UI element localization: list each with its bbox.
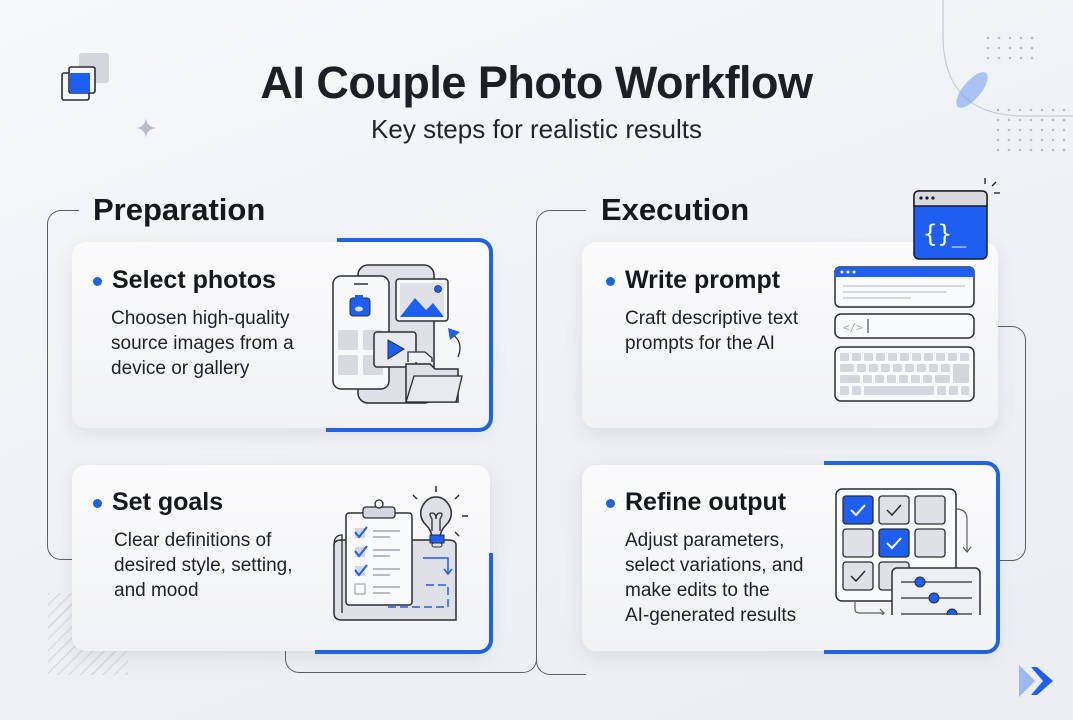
- bullet-icon: [93, 499, 102, 508]
- dot-grid: [985, 35, 1073, 155]
- prompt-keyboard-icon: </>: [834, 266, 976, 402]
- bullet-icon: [606, 499, 615, 508]
- sparkle-icon: [136, 118, 156, 138]
- corner-arc-decoration: [940, 0, 1073, 120]
- step-heading: Set goals: [112, 488, 224, 516]
- execution-bracket: [536, 210, 586, 675]
- step-heading: Refine output: [625, 488, 787, 516]
- card-accent-bottom: [315, 553, 493, 654]
- next-chevrons-icon[interactable]: [1017, 663, 1057, 699]
- code-tag-glyph: </>: [843, 321, 863, 334]
- section-title-preparation: Preparation: [93, 192, 266, 227]
- photo-gallery-icon: [330, 262, 465, 407]
- step-description: Craft descriptive text prompts for the A…: [625, 308, 799, 354]
- card-accent-top: [337, 238, 493, 278]
- card-accent-bottom: [824, 555, 1000, 654]
- page-subtitle: Key steps for realistic results: [371, 114, 702, 144]
- bullet-icon: [93, 277, 102, 286]
- card-accent-top: [824, 461, 1000, 561]
- section-title-execution: Execution: [601, 192, 750, 227]
- card-accent-bottom: [326, 380, 493, 432]
- svg-text:{}_: {}_: [923, 220, 967, 248]
- step-description: Choosen high-quality source images from …: [111, 308, 294, 379]
- bullet-icon: [606, 277, 615, 286]
- card-accent-side: [453, 260, 493, 400]
- grid-sliders-icon: [834, 487, 984, 615]
- step-description: Clear definitions of desired style, sett…: [114, 530, 293, 601]
- step-description: Adjust parameters, select variations, an…: [625, 530, 804, 626]
- step-heading: Select photos: [112, 266, 276, 294]
- clipboard-lightbulb-icon: [328, 483, 468, 623]
- page-title: AI Couple Photo Workflow: [260, 57, 813, 108]
- step-heading: Write prompt: [625, 266, 781, 294]
- code-window-icon: {}_: [912, 176, 1006, 261]
- layers-icon: [60, 52, 112, 102]
- preparation-bracket: [47, 210, 79, 560]
- execution-connector: [995, 326, 1026, 561]
